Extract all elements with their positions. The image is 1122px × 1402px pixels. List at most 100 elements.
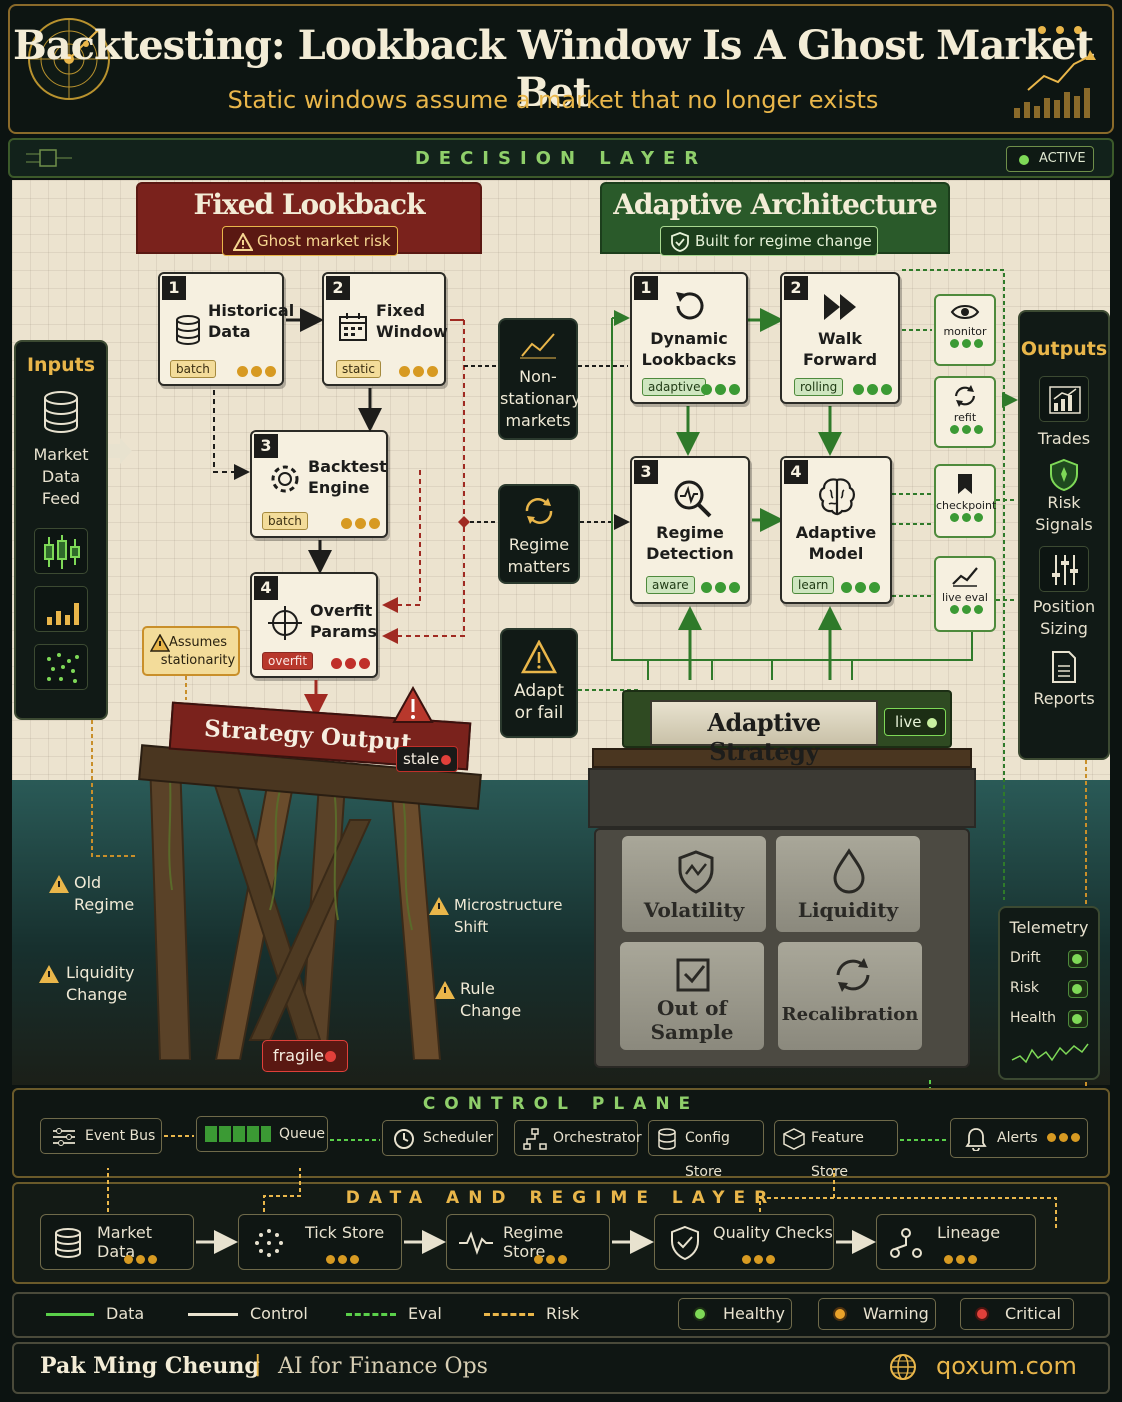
warning-icon	[49, 875, 69, 893]
cube-icon	[783, 1128, 805, 1150]
aware-tag: aware	[646, 576, 695, 594]
refit-cycle-icon	[954, 385, 976, 407]
monitor-node[interactable]: monitor	[934, 294, 996, 366]
trend-icon	[952, 567, 978, 587]
website-link[interactable]: qoxum.com	[936, 1352, 1077, 1380]
warning-icon	[39, 965, 59, 983]
active-badge[interactable]: ACTIVE	[1006, 146, 1094, 172]
legend-control-line	[188, 1313, 238, 1316]
warning-icon	[435, 981, 455, 999]
card-number: 3	[634, 460, 658, 484]
legend-eval-line	[346, 1313, 396, 1316]
warning-dot	[833, 1307, 847, 1321]
fast-forward-icon	[824, 294, 856, 320]
shield-icon	[1050, 458, 1078, 492]
critical-dot	[441, 755, 451, 765]
control-plane-label: CONTROL PLANE	[422, 1094, 700, 1114]
candlestick-icon	[34, 528, 88, 574]
decision-layer-bar	[8, 138, 1114, 178]
config-store-label: Config Store	[685, 1130, 730, 1180]
active-status-dot	[1019, 155, 1029, 165]
rotting-pier-illustration	[138, 744, 482, 1060]
feature-store-label: Feature Store	[811, 1130, 864, 1180]
telemetry-panel: Telemetry Drift Risk Health	[998, 906, 1100, 1080]
legend-eval: Eval	[346, 1304, 442, 1323]
status-dots	[936, 604, 994, 617]
status-dots	[936, 512, 994, 525]
status-dots	[936, 424, 994, 437]
quality-checks-node[interactable]: Quality Checks	[654, 1214, 834, 1270]
lineage-node[interactable]: Lineage	[876, 1214, 1036, 1270]
database-icon	[55, 1228, 81, 1258]
shield-check-icon	[671, 232, 689, 252]
stale-status-badge[interactable]: stale	[396, 746, 458, 772]
pulse-icon	[459, 1231, 493, 1255]
stale-label: stale	[403, 750, 440, 768]
market-data-node[interactable]: Market Data	[40, 1214, 194, 1270]
adaptive-strategy-sign[interactable]: Adaptive Strategy	[650, 700, 878, 766]
fragile-label: fragile	[273, 1046, 324, 1065]
ghost-market-risk-badge[interactable]: Ghost market risk	[222, 226, 398, 256]
orchestrator-label: Orchestrator	[553, 1130, 642, 1146]
ghost-market-risk-label: Ghost market risk	[257, 232, 391, 250]
gear-icon	[271, 465, 299, 493]
adaptive-tag: adaptive	[642, 378, 707, 396]
report-icon	[1052, 651, 1076, 683]
orchestrator-node[interactable]: Orchestrator	[514, 1120, 642, 1156]
regime-change-badge[interactable]: Built for regime change	[660, 226, 878, 256]
status-dots	[941, 1249, 977, 1268]
scheduler-node[interactable]: Scheduler	[382, 1120, 498, 1156]
footer	[12, 1342, 1110, 1394]
config-store-node[interactable]: Config Store	[648, 1120, 764, 1180]
feature-store-node[interactable]: Feature Store	[774, 1120, 898, 1180]
healthy-dot	[927, 718, 937, 728]
refit-node[interactable]: refit	[934, 376, 996, 448]
tick-store-node[interactable]: Tick Store	[238, 1214, 402, 1270]
legend-data-line	[46, 1313, 94, 1316]
risk-row: Risk	[1010, 980, 1040, 996]
status-dots	[328, 654, 370, 673]
regime-store-node[interactable]: Regime Store	[446, 1214, 610, 1270]
live-eval-node[interactable]: live eval	[934, 556, 996, 632]
refresh-icon	[676, 292, 704, 320]
checkpoint-node[interactable]: checkpoint	[934, 464, 996, 538]
alerts-node[interactable]: Alerts	[950, 1118, 1088, 1158]
monitor-label: monitor	[943, 325, 987, 338]
page-title: Backtesting: Lookback Window Is A Ghost …	[12, 22, 1094, 116]
clock-icon	[394, 1129, 414, 1149]
legend-warning: Warning	[818, 1298, 936, 1330]
status-dots	[698, 578, 740, 597]
queue-node[interactable]: Queue	[196, 1116, 328, 1152]
live-status-badge[interactable]: live	[884, 708, 946, 736]
fragile-status-badge[interactable]: fragile	[262, 1040, 348, 1072]
card-number: 2	[326, 276, 350, 300]
status-dots	[838, 578, 880, 597]
event-bus-node[interactable]: Event Bus	[40, 1118, 162, 1154]
card-number: 1	[162, 276, 186, 300]
fixed-lookback-title: Fixed Lookback	[193, 188, 426, 221]
status-dots	[936, 338, 994, 351]
health-dot	[1072, 1014, 1082, 1024]
particle-icon	[255, 1229, 283, 1257]
database-icon	[44, 391, 78, 433]
trades-chart-icon	[1039, 376, 1089, 422]
card-number: 4	[784, 460, 808, 484]
data-regime-layer-label: DATA AND REGIME LAYER	[345, 1188, 777, 1208]
batch-tag: batch	[262, 512, 308, 530]
